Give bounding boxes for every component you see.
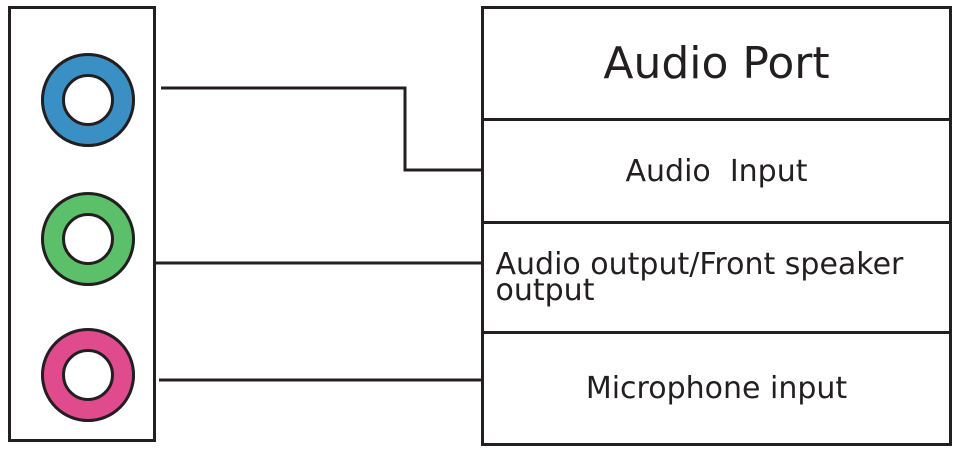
table-row: Audio Input — [484, 121, 949, 224]
table-row: Microphone input — [484, 334, 949, 443]
table-header-cell: Audio Port — [484, 9, 949, 121]
jack-hole — [62, 213, 114, 265]
audio-input-label: Audio Input — [625, 153, 808, 189]
audio-port-table: Audio Port Audio Input Audio output/Fron… — [481, 6, 952, 446]
pink-audio-jack — [41, 328, 135, 422]
table-row: Audio output/Front speaker output — [484, 224, 949, 334]
jack-hole — [62, 74, 114, 126]
audio-jack-panel — [8, 6, 156, 442]
connector-audio-input — [161, 86, 481, 172]
jack-ring — [41, 328, 135, 422]
microphone-input-label: Microphone input — [585, 371, 848, 406]
jack-ring — [41, 53, 135, 147]
jack-hole — [62, 349, 114, 401]
jack-ring — [41, 192, 135, 286]
green-audio-jack — [41, 192, 135, 286]
audio-output-label: Audio output/Front speaker output — [495, 246, 904, 308]
table-title: Audio Port — [603, 38, 830, 89]
blue-audio-jack — [41, 53, 135, 147]
